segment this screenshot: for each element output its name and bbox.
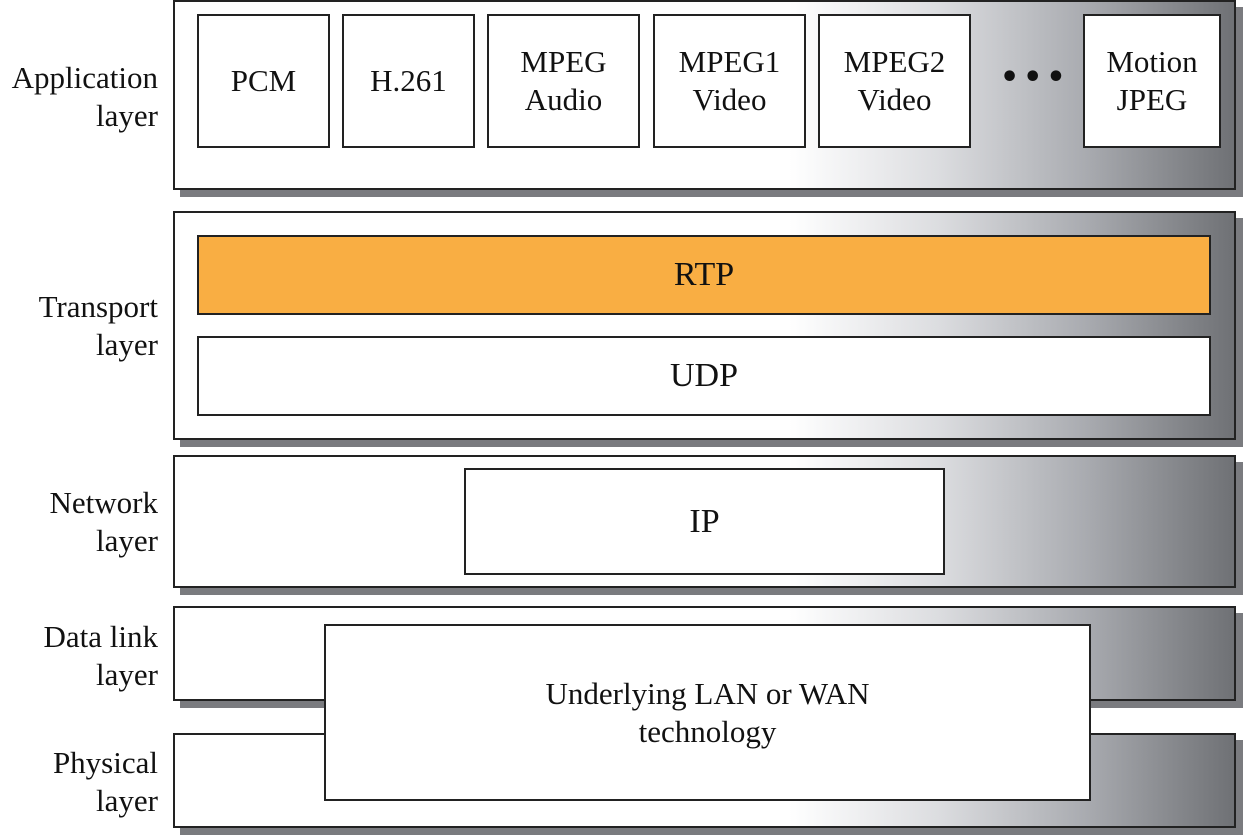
pcm-box: PCM (197, 14, 330, 148)
transport-layer-label: Transport layer (0, 288, 158, 364)
protocol-label-line-2: JPEG (1116, 82, 1188, 117)
protocol-label: H.261 (370, 63, 447, 98)
protocol-label: PCM (230, 63, 297, 98)
h261-box: H.261 (342, 14, 475, 148)
label-line-2: layer (96, 523, 158, 558)
protocol-label-line-1: MPEG2 (843, 44, 946, 79)
label-line-2: layer (96, 783, 158, 818)
mpeg2-video-box: MPEG2 Video (818, 14, 971, 148)
ellipsis: ••• (1000, 60, 1070, 95)
mpeg-audio-box: MPEG Audio (487, 14, 640, 148)
label-line-1: Application (11, 60, 158, 95)
rtp-label: RTP (673, 256, 735, 293)
label-line-2: layer (96, 327, 158, 362)
label-line-2: layer (96, 657, 158, 692)
udp-box: UDP (197, 336, 1211, 416)
underlying-label-line-1: Underlying LAN or WAN (545, 675, 870, 711)
protocol-label-line-2: Video (857, 82, 932, 117)
label-line-2: layer (96, 98, 158, 133)
protocol-label-line-1: Motion (1106, 44, 1198, 79)
ip-box: IP (464, 468, 945, 575)
udp-label: UDP (669, 357, 739, 394)
label-line-1: Network (49, 485, 158, 520)
network-layer-label: Network layer (0, 484, 158, 560)
protocol-label-line-1: MPEG (520, 44, 607, 79)
physical-layer-label: Physical layer (0, 744, 158, 820)
application-layer-label: Application layer (0, 59, 158, 135)
protocol-label-line-1: MPEG1 (678, 44, 781, 79)
protocol-label-line-2: Video (692, 82, 767, 117)
rtp-box: RTP (197, 235, 1211, 315)
mpeg1-video-box: MPEG1 Video (653, 14, 806, 148)
label-line-1: Physical (52, 745, 158, 780)
ip-label: IP (689, 502, 720, 540)
label-line-1: Data link (43, 619, 159, 654)
protocol-label-line-2: Audio (524, 82, 603, 117)
underlying-technology-box: Underlying LAN or WAN technology (324, 624, 1091, 801)
motion-jpeg-box: Motion JPEG (1083, 14, 1221, 148)
data-link-layer-label: Data link layer (0, 618, 159, 694)
underlying-label-line-2: technology (638, 713, 777, 749)
label-line-1: Transport (38, 289, 158, 324)
